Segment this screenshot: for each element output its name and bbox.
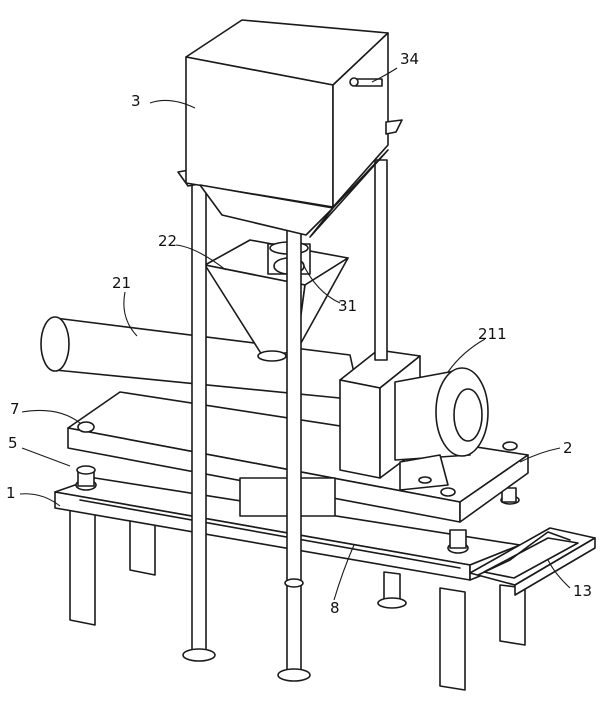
base-leg-back-left	[129, 519, 156, 576]
bin-valve-34	[355, 78, 383, 87]
post-mid-foot	[277, 668, 311, 682]
label-3: 3	[131, 92, 141, 110]
post-right	[374, 159, 388, 361]
leader-7	[21, 409, 81, 424]
base-leg-front-right	[439, 587, 466, 691]
cable	[477, 531, 571, 576]
label-7: 7	[10, 400, 20, 418]
funnel-outlet	[257, 350, 287, 362]
labels: 34 3 22 21 31 211 7 5 1 2 8 13	[6, 50, 592, 617]
base-leg-front-left	[69, 507, 96, 626]
label-1: 1	[6, 484, 16, 502]
motor-foot	[399, 454, 449, 491]
storage-bin-3	[185, 19, 403, 238]
label-13: 13	[573, 582, 592, 600]
label-21: 21	[112, 274, 131, 292]
leader-1	[19, 493, 61, 507]
bin-taper-front	[199, 184, 334, 236]
label-8: 8	[330, 599, 340, 617]
bin-taper-side	[309, 149, 389, 238]
motor-211	[339, 349, 489, 491]
label-5: 5	[8, 434, 18, 452]
tube-body	[54, 317, 361, 401]
base-leg-back-right	[499, 584, 526, 646]
label-34: 34	[400, 50, 419, 68]
label-22: 22	[158, 232, 177, 250]
leader-22	[175, 244, 227, 271]
leader-2	[519, 447, 561, 463]
leader-3	[149, 99, 196, 109]
post-mid	[286, 197, 302, 674]
side-frame-edge	[514, 537, 596, 596]
leader-5	[21, 447, 71, 467]
support-rod-8	[79, 499, 461, 569]
side-frame-13	[469, 527, 596, 596]
foot-pad-mid	[377, 597, 407, 609]
bin-vent	[385, 119, 403, 135]
leader-8	[333, 544, 355, 601]
side-frame-inner	[483, 537, 579, 579]
post-left-foot	[182, 648, 216, 662]
spring-right-back	[501, 487, 517, 503]
leader-31	[301, 261, 341, 304]
motor-box-front	[339, 379, 381, 479]
spring-right-front	[449, 529, 467, 549]
leader-lines	[19, 67, 571, 601]
motor-end-inner	[453, 388, 483, 442]
tube-end	[40, 316, 70, 372]
leader-211	[447, 338, 486, 373]
bolt-7	[77, 421, 95, 433]
label-2: 2	[563, 439, 573, 457]
post-left	[191, 177, 207, 654]
leader-21	[123, 291, 138, 337]
leader-13	[547, 559, 571, 589]
bin-side	[332, 32, 389, 208]
label-211: 211	[478, 325, 507, 343]
label-31: 31	[338, 297, 357, 315]
plate-side	[459, 454, 529, 523]
leader-34	[371, 67, 398, 83]
